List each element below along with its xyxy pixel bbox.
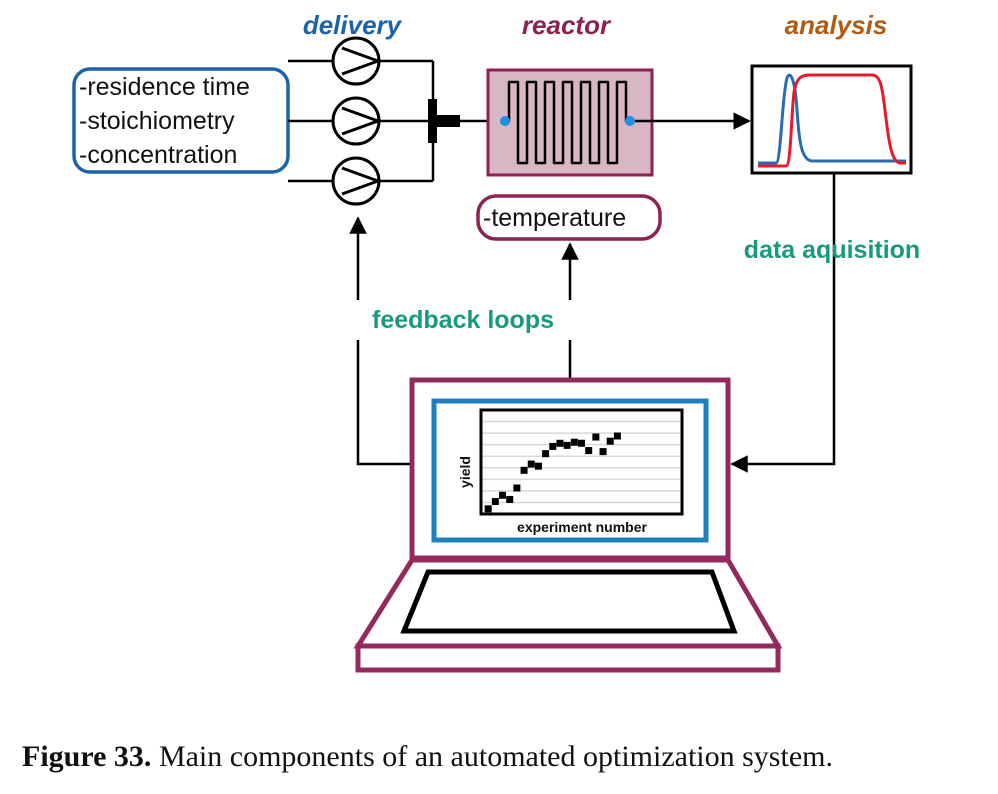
workflow-diagram: delivery reactor analysis -residence tim… bbox=[72, 10, 920, 673]
pump-1-icon bbox=[331, 36, 381, 86]
plot-point bbox=[542, 450, 550, 458]
feedback-arrow-pumps bbox=[349, 216, 410, 466]
delivery-title: delivery bbox=[303, 10, 403, 40]
reactor-outlet-dot bbox=[625, 116, 635, 126]
feedback-label-background bbox=[352, 300, 578, 340]
plot-x-label: experiment number bbox=[517, 519, 647, 535]
analysis-title: analysis bbox=[785, 10, 888, 40]
plot-point bbox=[606, 437, 614, 445]
parameter-temperature: -temperature bbox=[483, 204, 626, 232]
delivery-parameters-box: -residence time -stoichiometry -concentr… bbox=[72, 67, 290, 174]
plot-y-label: yield bbox=[457, 456, 473, 488]
plot-point bbox=[499, 491, 507, 499]
plot-points bbox=[484, 432, 621, 513]
reactor-inlet-dot bbox=[500, 116, 510, 126]
feedback-loops-label: feedback loops bbox=[372, 306, 554, 334]
plot-point bbox=[570, 438, 578, 446]
parameter-residence-time: -residence time bbox=[79, 73, 250, 101]
reactor-title: reactor bbox=[522, 10, 612, 40]
reactor-parameters-box: -temperature bbox=[476, 194, 662, 241]
plot-point bbox=[520, 466, 528, 474]
mixer-icon bbox=[428, 99, 460, 143]
plot-point bbox=[556, 439, 564, 447]
caption-label: Figure 33. bbox=[22, 740, 152, 773]
plot-point bbox=[549, 442, 557, 450]
plot-point bbox=[491, 498, 499, 506]
reactor-block bbox=[486, 68, 654, 177]
plot-frame bbox=[479, 408, 684, 516]
pump-3-icon bbox=[331, 156, 381, 206]
plot-point bbox=[506, 495, 514, 503]
reactor-coil-icon bbox=[505, 80, 632, 165]
screen-plot: yield experiment number bbox=[457, 408, 684, 535]
plot-point bbox=[592, 433, 600, 441]
trace-blue-line bbox=[758, 73, 906, 165]
parameter-stoichiometry: -stoichiometry bbox=[79, 107, 235, 135]
laptop-front-edge bbox=[355, 643, 781, 673]
laptop-icon bbox=[353, 377, 783, 673]
plot-point bbox=[534, 462, 542, 470]
plot-point bbox=[613, 432, 621, 440]
plot-grid bbox=[481, 420, 682, 504]
plot-point bbox=[513, 484, 521, 492]
plot-point bbox=[563, 441, 571, 449]
parameter-concentration: -concentration bbox=[79, 141, 237, 169]
laptop-trackpad bbox=[400, 569, 738, 634]
plot-point bbox=[578, 439, 585, 447]
pump-2-icon bbox=[331, 96, 381, 146]
caption-text: Main components of an automated optimiza… bbox=[151, 740, 833, 773]
laptop-screen bbox=[431, 398, 709, 543]
plot-point bbox=[484, 505, 492, 513]
trace-red-line bbox=[758, 73, 906, 168]
data-acquisition-label: data aquisition bbox=[744, 236, 920, 264]
plot-point bbox=[527, 460, 535, 468]
analysis-detector bbox=[750, 64, 913, 175]
figure-caption: Figure 33. Main components of an automat… bbox=[22, 740, 982, 774]
plot-point bbox=[585, 447, 593, 455]
plot-point bbox=[599, 448, 607, 456]
data-acquisition-arrow bbox=[730, 173, 836, 473]
